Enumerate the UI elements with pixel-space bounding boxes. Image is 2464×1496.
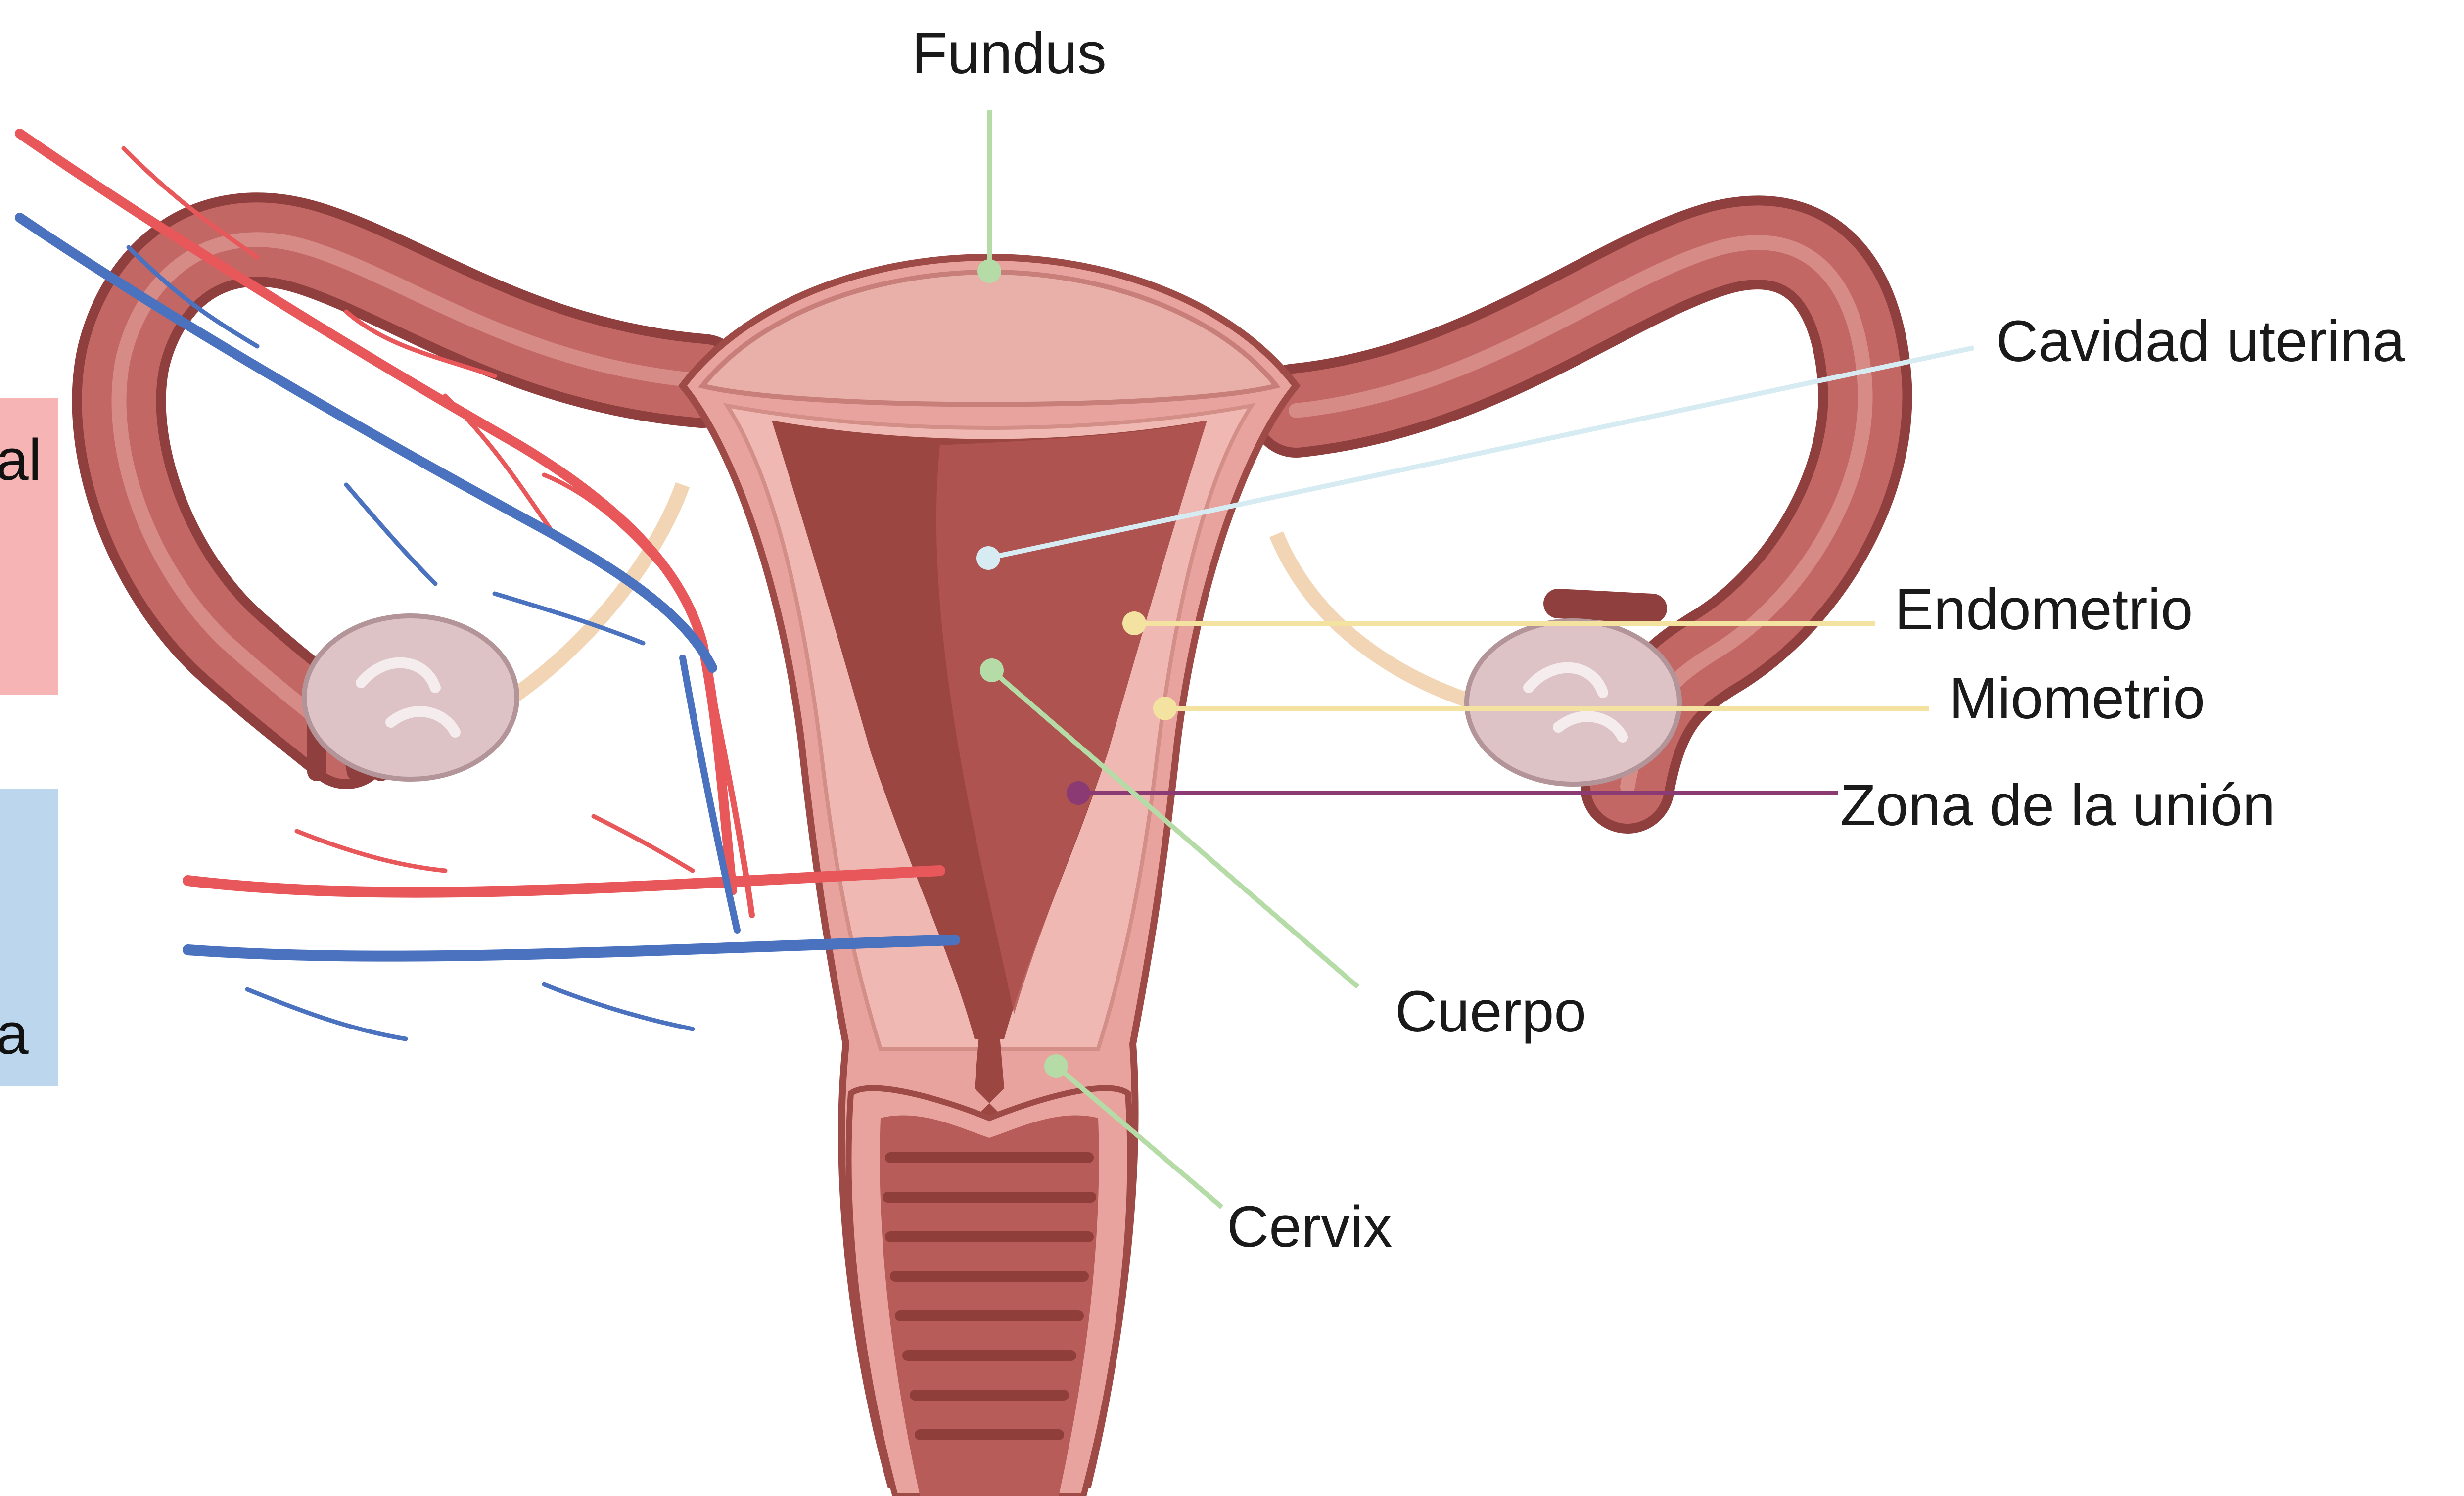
label-endometrio: Endometrio [1895,577,2193,642]
label-miometrio: Miometrio [1949,666,2205,731]
label-cavidad-uterina: Cavidad uterina [1996,309,2405,374]
label-zona-union: Zona de la unión [1840,773,2275,838]
label-cuerpo: Cuerpo [1395,979,1586,1044]
label-cervix: Cervix [1227,1194,1392,1260]
right-ovarian-ligament [1276,534,1474,702]
zona-union-leader [1067,781,1838,805]
vagina [849,1088,1130,1496]
label-fundus: Fundus [912,21,1107,86]
left-ovary [304,616,517,779]
fundus-serosa [702,272,1276,405]
right-ovary [1467,621,1679,784]
artery-legend-fragment: al [0,427,42,493]
vein-legend-fragment: a [0,1001,29,1067]
